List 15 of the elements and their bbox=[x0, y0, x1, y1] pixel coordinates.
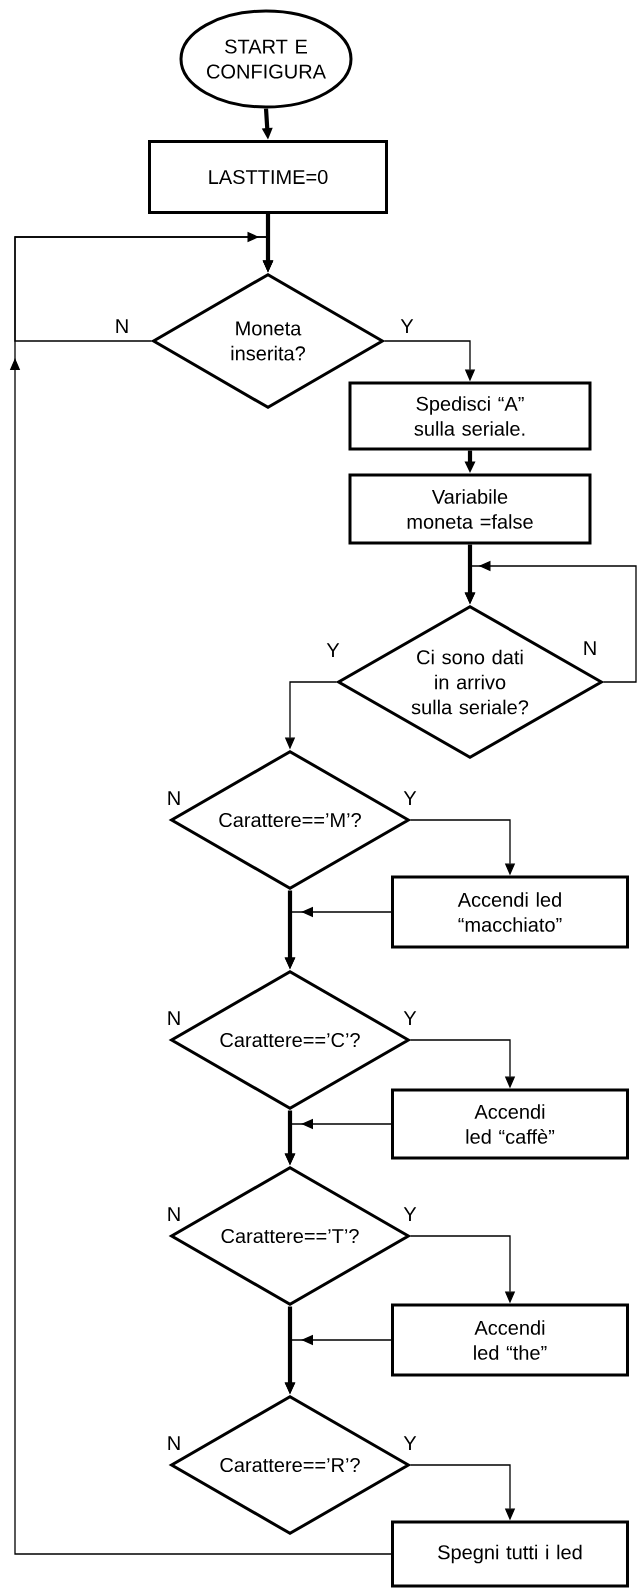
process-box: Variabile moneta =false bbox=[348, 473, 592, 545]
arrow bbox=[9, 236, 392, 1555]
branch-label: N bbox=[168, 1207, 180, 1221]
edge-label: N bbox=[113, 318, 131, 334]
branch-label: N bbox=[168, 1436, 180, 1450]
edge-label: N bbox=[581, 640, 599, 656]
process-box: Spegni tutti i led bbox=[391, 1520, 629, 1588]
process-box: Spedisci “A” sulla seriale. bbox=[348, 381, 592, 451]
process-box: Accendi led “the” bbox=[391, 1303, 629, 1377]
edge-label: Y bbox=[399, 318, 415, 334]
process-box: LASTTIME=0 bbox=[148, 140, 388, 214]
branch-label: N bbox=[168, 1011, 180, 1025]
process-box: Accendi led “caffè” bbox=[391, 1088, 629, 1160]
process-box: Accendi led “macchiato” bbox=[391, 875, 629, 949]
branch-label: N bbox=[168, 791, 180, 805]
